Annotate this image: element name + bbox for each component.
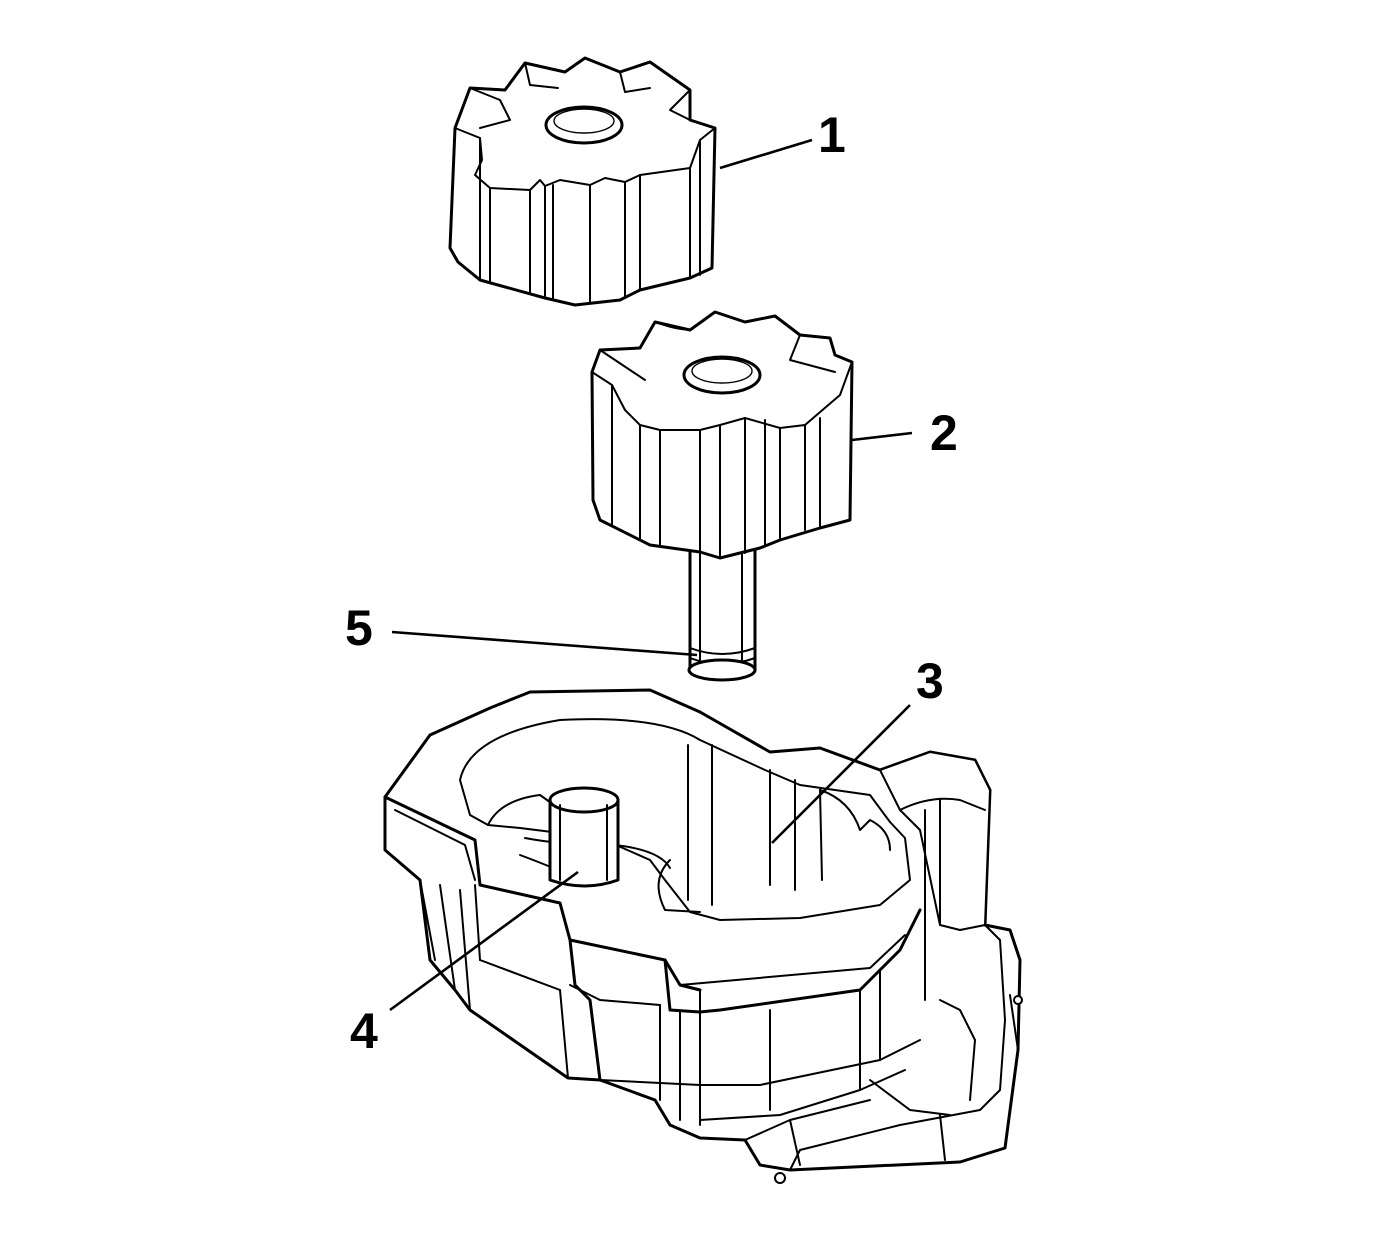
leader-line-4 (389, 870, 579, 1012)
callout-1: 1 (818, 107, 846, 163)
leader-line-3 (771, 704, 911, 844)
callout-2: 2 (930, 405, 958, 461)
callout-5: 5 (345, 600, 373, 656)
gear-1-drawing (448, 56, 717, 307)
callout-4: 4 (350, 1003, 378, 1059)
callout-3: 3 (916, 653, 944, 709)
leader-line-5 (391, 630, 698, 657)
leader-line-1 (719, 138, 813, 170)
pump-housing-drawing (383, 688, 1023, 1184)
gear-2-drawing (590, 310, 854, 682)
leader-line-2 (851, 431, 913, 442)
